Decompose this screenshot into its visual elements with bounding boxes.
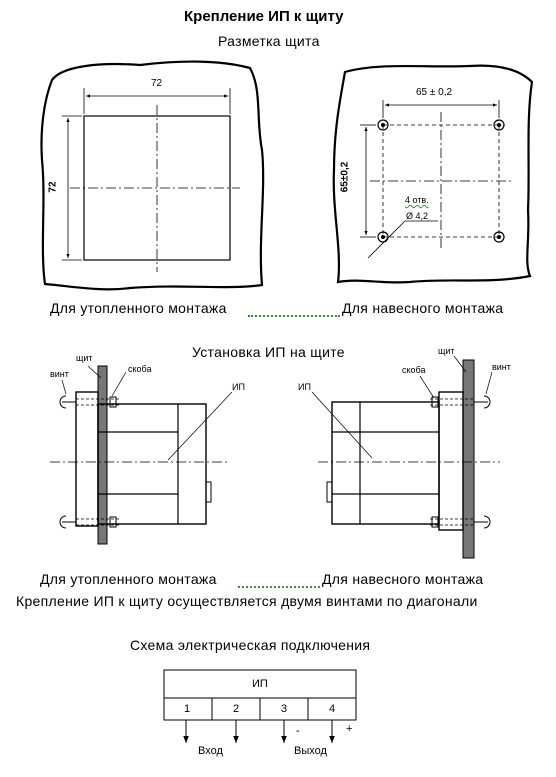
device-body-left xyxy=(97,403,207,525)
install-caption-left: Для утопленного монтажа xyxy=(40,571,217,587)
marking-title: Разметка щита xyxy=(218,33,320,49)
marking-caption-left: Для утопленного монтажа xyxy=(50,300,227,316)
surface-marking-drawing xyxy=(332,64,534,284)
surface-install-drawing xyxy=(311,355,500,559)
install-caption-right: Для навесного монтажа xyxy=(322,571,484,587)
mount-hole-tl xyxy=(377,119,389,131)
terminal-3: 3 xyxy=(281,703,288,715)
device-bezel-left xyxy=(75,391,99,527)
output-label: Выход xyxy=(294,745,327,757)
panel-outline-left xyxy=(40,60,265,291)
left-device-label: ИП xyxy=(232,382,245,392)
scheme-title: Схема электрическая подключения xyxy=(130,637,371,653)
left-bracket-label: скоба xyxy=(128,364,152,374)
marking-caption-right: Для навесного монтажа xyxy=(342,300,504,316)
install-title: Установка ИП на щите xyxy=(192,344,345,360)
terminal-4: 4 xyxy=(329,703,336,715)
terminal-1: 1 xyxy=(184,703,191,715)
page-title: Крепление ИП к щиту xyxy=(184,8,344,25)
device-body-right xyxy=(331,401,440,525)
right-bracket-label: скоба xyxy=(402,365,426,375)
right-device-label: ИП xyxy=(298,382,311,392)
install-note: Крепление ИП к щиту осуществляется двумя… xyxy=(16,593,478,609)
scheme-drawing xyxy=(163,669,357,743)
flush-height-label: 72 xyxy=(47,181,59,193)
panel-plate-left xyxy=(97,365,108,545)
holes-label: 4 отв. xyxy=(405,195,429,205)
input-label: Вход xyxy=(198,745,223,757)
hole-leader-line xyxy=(367,220,406,259)
panel-outline-right xyxy=(332,64,534,284)
marking-caption-squiggle xyxy=(248,311,340,317)
scheme-device-label: ИП xyxy=(252,678,268,690)
left-panel-label: щит xyxy=(76,353,93,363)
surface-height-label: 65±0,2 xyxy=(339,161,351,193)
flush-install-drawing xyxy=(50,365,233,545)
connector-left xyxy=(205,481,212,503)
panel-plate-right xyxy=(462,359,475,559)
mount-hole-tr xyxy=(493,119,505,131)
right-screw-label: винт xyxy=(492,362,511,372)
flush-width-label: 72 xyxy=(151,78,163,89)
left-screw-label: винт xyxy=(50,369,69,379)
install-caption-squiggle xyxy=(238,582,320,588)
right-panel-label: щит xyxy=(438,346,455,356)
terminal-2: 2 xyxy=(233,703,240,715)
connector-right xyxy=(326,481,333,503)
surface-width-label: 65 ± 0,2 xyxy=(416,87,453,98)
device-bezel-right xyxy=(438,391,464,531)
plus-label: + xyxy=(346,723,353,735)
diameter-label: Ø 4,2 xyxy=(406,211,429,221)
flush-marking-drawing xyxy=(40,60,265,291)
minus-label: - xyxy=(296,725,300,737)
